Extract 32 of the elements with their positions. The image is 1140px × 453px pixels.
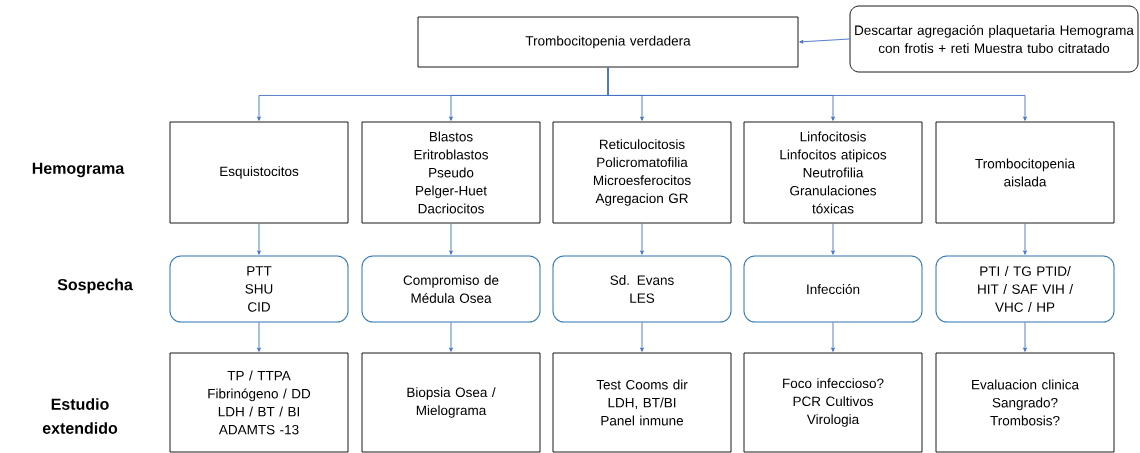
rounded-box: Compromiso de Médula Osea (361, 255, 541, 323)
note-box: Descartar agregación plaquetaria Hemograma con frotis + reti Muestra tubo citratado (849, 5, 1139, 73)
arrow (1023, 322, 1027, 352)
rounded-box: Sd. Evans LES (552, 255, 732, 323)
flow-box: Reticulocitosis Policromatofilia Microesferocitos Agregacion GR (552, 121, 732, 224)
rounded-box: PTT SHU CID (169, 255, 349, 323)
arrow (640, 322, 644, 352)
rounded-box: Infección (743, 255, 923, 323)
arrow (1023, 223, 1027, 255)
flow-box: Linfocitosis Linfocitos atipicos Neutrofilia Granulaciones tóxicas (743, 121, 923, 224)
row-label: Hemograma (32, 162, 125, 178)
row-label: Estudio extendido (42, 398, 118, 434)
flow-box: Biopsia Osea / Mielograma (361, 352, 541, 453)
row-label: Sospecha (57, 278, 133, 294)
flow-box: Trombocitopenia aislada (935, 121, 1115, 224)
arrow (449, 322, 453, 352)
rounded-box: PTI / TG PTID/ HIT / SAF VIH / VHC / HP (935, 255, 1115, 323)
arrow (449, 223, 453, 255)
arrow (831, 322, 835, 352)
arrow (257, 223, 261, 255)
flow-box: Esquistocitos (169, 121, 349, 224)
arrow (257, 322, 261, 352)
arrow (799, 38, 850, 44)
flow-box: Blastos Eritroblastos Pseudo Pelger-Huet Dacriocitos (361, 121, 541, 224)
flow-box: Foco infeccioso? PCR Cultivos Virologia (743, 352, 923, 453)
flow-box: Evaluacion clinica Sangrado? Trombosis? (935, 352, 1115, 453)
flow-box: Test Cooms dir LDH, BT/BI Panel inmune (552, 352, 732, 453)
arrow (831, 223, 835, 255)
arrow (607, 67, 1027, 121)
arrow (640, 223, 644, 255)
flow-box: Trombocitopenia verdadera (417, 16, 799, 68)
flow-box: TP / TTPA Fibrinógeno / DD LDH / BT / BI ADAMTS -13 (169, 352, 349, 453)
